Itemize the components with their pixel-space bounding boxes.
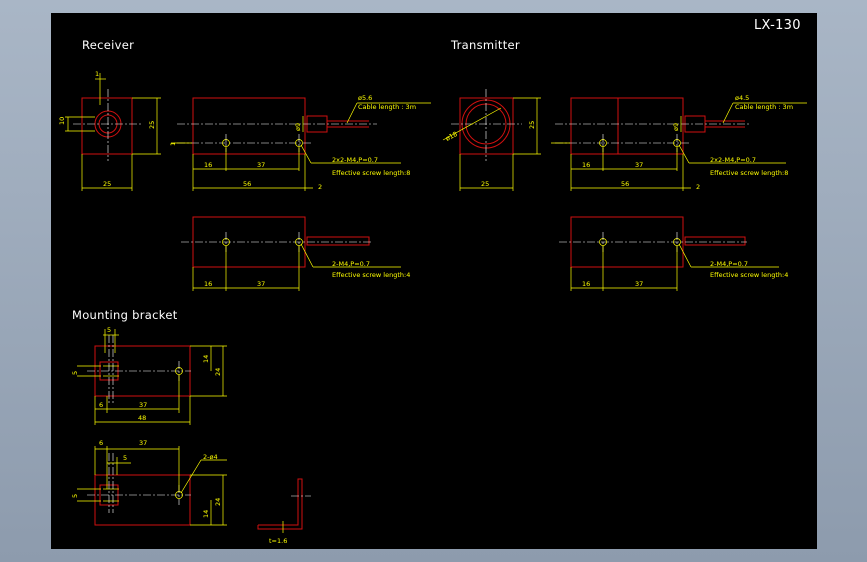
transmitter-front-height-dim: 25 [528,121,536,129]
transmitter-cable-diameter: ø4.5 [735,94,749,102]
bracket-top-height: 24 [214,368,222,376]
bracket-bottom-dim-6: 6 [99,439,103,447]
bracket-top-slot-dim: 5 [107,326,111,334]
bracket-bottom-view: 6 37 5 2-ø4 5 14 24 [71,439,227,526]
transmitter-bottom-note-2: Effective screw length:4 [710,271,788,279]
transmitter-title: Transmitter [450,38,520,52]
drawing-code: LX-130 [754,18,801,33]
receiver-front-top-dim: 1 [95,70,99,78]
receiver-side-dim-a: 16 [204,161,212,169]
receiver-side-end: 2 [318,183,322,191]
transmitter-screw-note-2: Effective screw length:8 [710,169,788,177]
receiver-front-width-dim: 25 [103,180,111,188]
receiver-front-body [81,97,133,155]
receiver-bottom-note-1: 2-M4,P=0.7 [332,260,370,268]
cad-drawing: LX-130 Receiver Transmitter Mounting bra… [58,18,807,545]
transmitter-side-length: 56 [621,180,629,188]
receiver-cable-diameter: ø5.6 [358,94,372,102]
bracket-bottom-dim-5: 5 [123,454,127,462]
bracket-title: Mounting bracket [72,308,178,322]
bracket-thickness: t=1.6 [269,537,287,545]
bracket-bottom-height: 24 [214,498,222,506]
receiver-bottom-dim-b: 37 [257,280,265,288]
receiver-title: Receiver [82,38,134,52]
transmitter-cable-side-dim: ø9 [672,123,680,131]
receiver-front-view: 1 10 25 25 [58,70,161,191]
bracket-side-profile: t=1.6 [257,478,311,545]
bracket-profile-outline [257,478,303,530]
receiver-side-view: 1 ø5.6 Cable length : 3m ø9 2x2-M4,P=0.7… [169,94,431,191]
bracket-bottom-plate [94,474,191,526]
receiver-screw-note-2: Effective screw length:8 [332,169,410,177]
transmitter-cable-length: Cable length : 3m [735,103,793,111]
receiver-bottom-note-2: Effective screw length:4 [332,271,410,279]
transmitter-front-body [459,97,514,155]
bracket-top-width: 48 [138,414,146,422]
bracket-top-left-dim: 5 [71,371,79,375]
transmitter-bottom-view: 2-M4,P=0.7 Effective screw length:4 16 3… [559,216,788,291]
bracket-top-inner-height: 14 [202,355,210,363]
receiver-cable-length: Cable length : 3m [358,103,416,111]
receiver-side-dim-b: 37 [257,161,265,169]
receiver-cable-side-dim: ø9 [294,123,302,131]
receiver-bottom-dim-a: 16 [204,280,212,288]
transmitter-bottom-note-1: 2-M4,P=0.7 [710,260,748,268]
transmitter-side-dim-a: 16 [582,161,590,169]
transmitter-side-dim-b: 37 [635,161,643,169]
bracket-bottom-dim-37: 37 [139,439,147,447]
receiver-left-dim: 1 [169,142,177,146]
transmitter-bottom-cable [684,236,746,246]
drawing-sheet: LX-130 Receiver Transmitter Mounting bra… [51,13,817,549]
transmitter-front-circle-dim: ø18 [444,130,459,143]
receiver-screw-note-1: 2x2-M4,P=0.7 [332,156,378,164]
transmitter-side-view: ø4.5 Cable length : 3m ø9 2x2-M4,P=0.7 E… [551,94,807,191]
transmitter-side-end: 2 [696,183,700,191]
transmitter-bottom-dim-b: 37 [635,280,643,288]
transmitter-front-width-dim: 25 [481,180,489,188]
bracket-bottom-hole-note: 2-ø4 [203,453,218,461]
receiver-bottom-cable [306,236,370,246]
bracket-top-dim-37: 37 [139,401,147,409]
transmitter-front-view: ø18 25 25 [442,89,541,191]
bracket-top-dim-6: 6 [99,401,103,409]
bracket-bottom-inner-height: 14 [202,510,210,518]
receiver-front-height-dim: 25 [148,121,156,129]
receiver-side-body [192,97,306,155]
bracket-bottom-left-dim: 5 [71,494,79,498]
transmitter-bottom-dim-a: 16 [582,280,590,288]
bracket-top-view: 5 5 14 24 6 37 48 [71,326,227,425]
transmitter-side-body [570,97,684,155]
receiver-front-hole-dim: 10 [58,117,66,125]
receiver-side-length: 56 [243,180,251,188]
transmitter-screw-note-1: 2x2-M4,P=0.7 [710,156,756,164]
receiver-bottom-view: 2-M4,P=0.7 Effective screw length:4 16 3… [181,216,410,291]
